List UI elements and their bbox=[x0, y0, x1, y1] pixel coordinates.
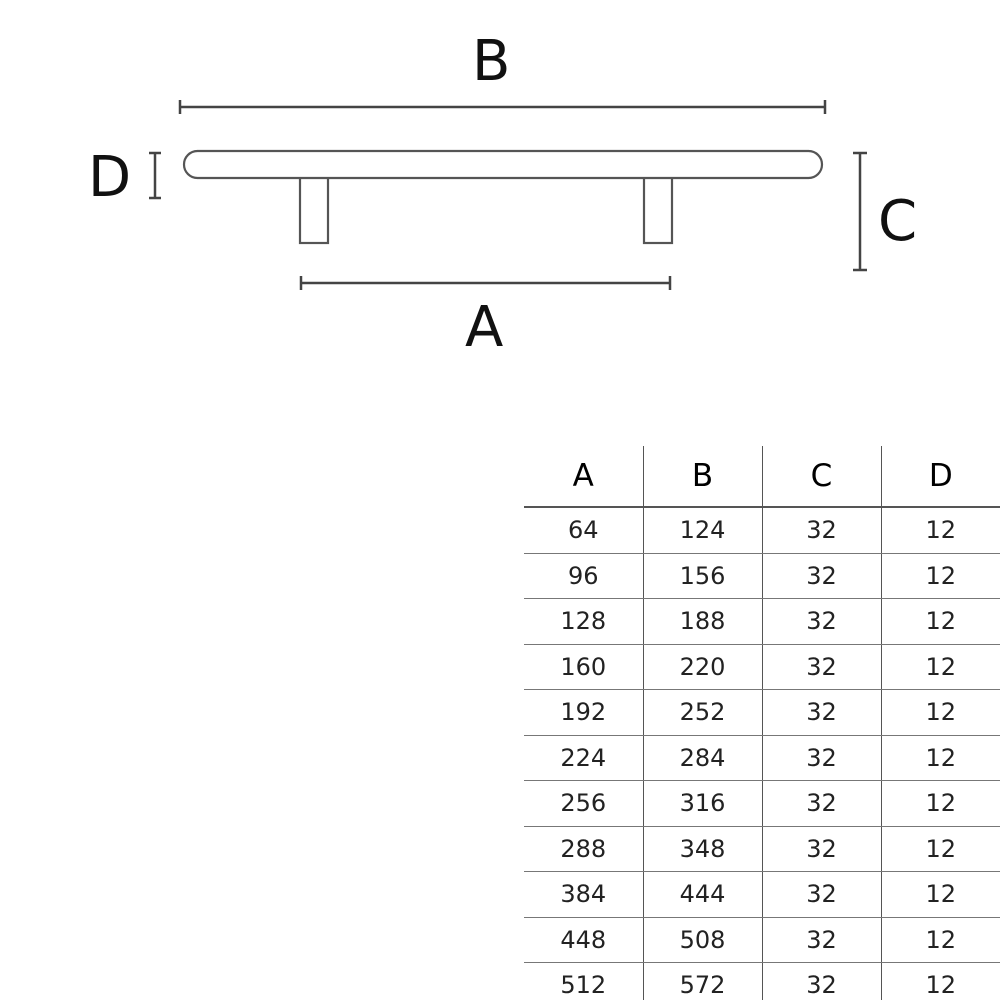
table-cell: 12 bbox=[880, 644, 1000, 690]
table-cell: 256 bbox=[524, 780, 643, 827]
bar-handle-diagram bbox=[149, 100, 867, 290]
table-cell: 12 bbox=[880, 507, 1000, 554]
table-row: 448 508 32 12 bbox=[524, 917, 1000, 963]
table-cell: 12 bbox=[880, 553, 1000, 599]
table-cell: 448 bbox=[524, 917, 643, 963]
table-row: 160 220 32 12 bbox=[524, 644, 1000, 690]
table-cell: 188 bbox=[642, 598, 762, 645]
table-cell: 444 bbox=[642, 871, 762, 918]
dimension-table: A B C D 64 124 32 12 96 156 32 12 128 18… bbox=[524, 446, 1000, 1000]
table-row: 192 252 32 12 bbox=[524, 689, 1000, 736]
table-cell: 32 bbox=[761, 962, 881, 1000]
table-cell: 32 bbox=[761, 780, 881, 827]
column-header-d: D bbox=[880, 446, 1000, 508]
table-cell: 32 bbox=[761, 871, 881, 918]
table-cell: 508 bbox=[642, 917, 762, 963]
table-cell: 348 bbox=[642, 826, 762, 872]
table-cell: 572 bbox=[642, 962, 762, 1000]
table-cell: 128 bbox=[524, 598, 643, 645]
dimension-line-c bbox=[853, 151, 867, 272]
table-cell: 192 bbox=[524, 689, 643, 736]
table-cell: 32 bbox=[761, 644, 881, 690]
dimension-label-d: D bbox=[88, 145, 132, 210]
table-cell: 12 bbox=[880, 689, 1000, 736]
table-row: 384 444 32 12 bbox=[524, 871, 1000, 918]
table-cell: 12 bbox=[880, 598, 1000, 645]
table-cell: 288 bbox=[524, 826, 643, 872]
dimension-label-c: C bbox=[878, 189, 918, 254]
table-cell: 32 bbox=[761, 553, 881, 599]
table-cell: 156 bbox=[642, 553, 762, 599]
table-cell: 220 bbox=[642, 644, 762, 690]
table-cell: 32 bbox=[761, 917, 881, 963]
table-cell: 124 bbox=[642, 507, 762, 554]
table-cell: 160 bbox=[524, 644, 643, 690]
dimension-line-d bbox=[149, 151, 161, 200]
table-cell: 32 bbox=[761, 507, 881, 554]
table-row: 64 124 32 12 bbox=[524, 507, 1000, 554]
table-row: 512 572 32 12 bbox=[524, 962, 1000, 1000]
handle-outline bbox=[182, 149, 824, 245]
table-row: 96 156 32 12 bbox=[524, 553, 1000, 599]
table-cell: 12 bbox=[880, 917, 1000, 963]
table-cell: 284 bbox=[642, 735, 762, 781]
table-cell: 12 bbox=[880, 871, 1000, 918]
table-row: 256 316 32 12 bbox=[524, 780, 1000, 827]
dimension-label-a: A bbox=[465, 295, 504, 360]
table-cell: 32 bbox=[761, 826, 881, 872]
table-row: 128 188 32 12 bbox=[524, 598, 1000, 645]
handle-post-right bbox=[642, 174, 674, 245]
dimension-label-b: B bbox=[472, 29, 511, 94]
table-row: 224 284 32 12 bbox=[524, 735, 1000, 781]
table-cell: 316 bbox=[642, 780, 762, 827]
column-header-b: B bbox=[642, 446, 762, 508]
table-cell: 64 bbox=[524, 507, 643, 554]
column-header-a: A bbox=[524, 446, 643, 508]
column-header-c: C bbox=[761, 446, 881, 508]
dimension-line-a bbox=[299, 276, 672, 290]
table-cell: 12 bbox=[880, 735, 1000, 781]
table-row: 288 348 32 12 bbox=[524, 826, 1000, 872]
table-header-row: A B C D bbox=[524, 446, 1000, 508]
table-cell: 32 bbox=[761, 735, 881, 781]
dimension-line-b bbox=[178, 100, 827, 114]
table-cell: 512 bbox=[524, 962, 643, 1000]
table-cell: 12 bbox=[880, 826, 1000, 872]
table-cell: 96 bbox=[524, 553, 643, 599]
table-cell: 32 bbox=[761, 689, 881, 736]
table-cell: 224 bbox=[524, 735, 643, 781]
table-cell: 12 bbox=[880, 780, 1000, 827]
handle-post-left bbox=[298, 174, 330, 245]
table-cell: 384 bbox=[524, 871, 643, 918]
table-cell: 252 bbox=[642, 689, 762, 736]
table-cell: 32 bbox=[761, 598, 881, 645]
handle-bar bbox=[182, 149, 824, 180]
table-cell: 12 bbox=[880, 962, 1000, 1000]
